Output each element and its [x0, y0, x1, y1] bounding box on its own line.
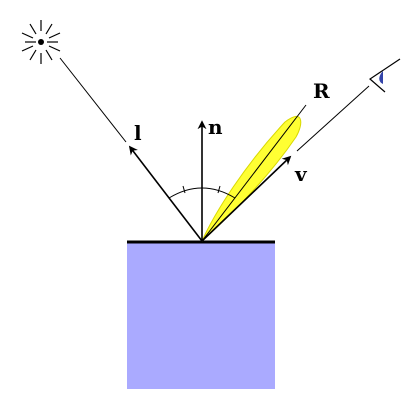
view-label: v — [294, 162, 308, 186]
sun-icon — [21, 20, 61, 64]
surface-block — [127, 243, 275, 389]
reflection-vector-line — [201, 104, 307, 242]
eye-icon — [369, 58, 401, 93]
angle-arc — [168, 187, 236, 199]
view-vector-arrow — [201, 155, 292, 242]
angle-tick-left — [182, 185, 186, 194]
angle-tick-right — [217, 185, 221, 194]
light-ray-line — [59, 57, 127, 143]
normal-label: n — [208, 115, 223, 139]
light-vector-arrow — [128, 145, 203, 242]
view-ray-line — [296, 85, 370, 152]
reflection-label: R — [313, 79, 330, 103]
light-label: l — [134, 121, 142, 145]
